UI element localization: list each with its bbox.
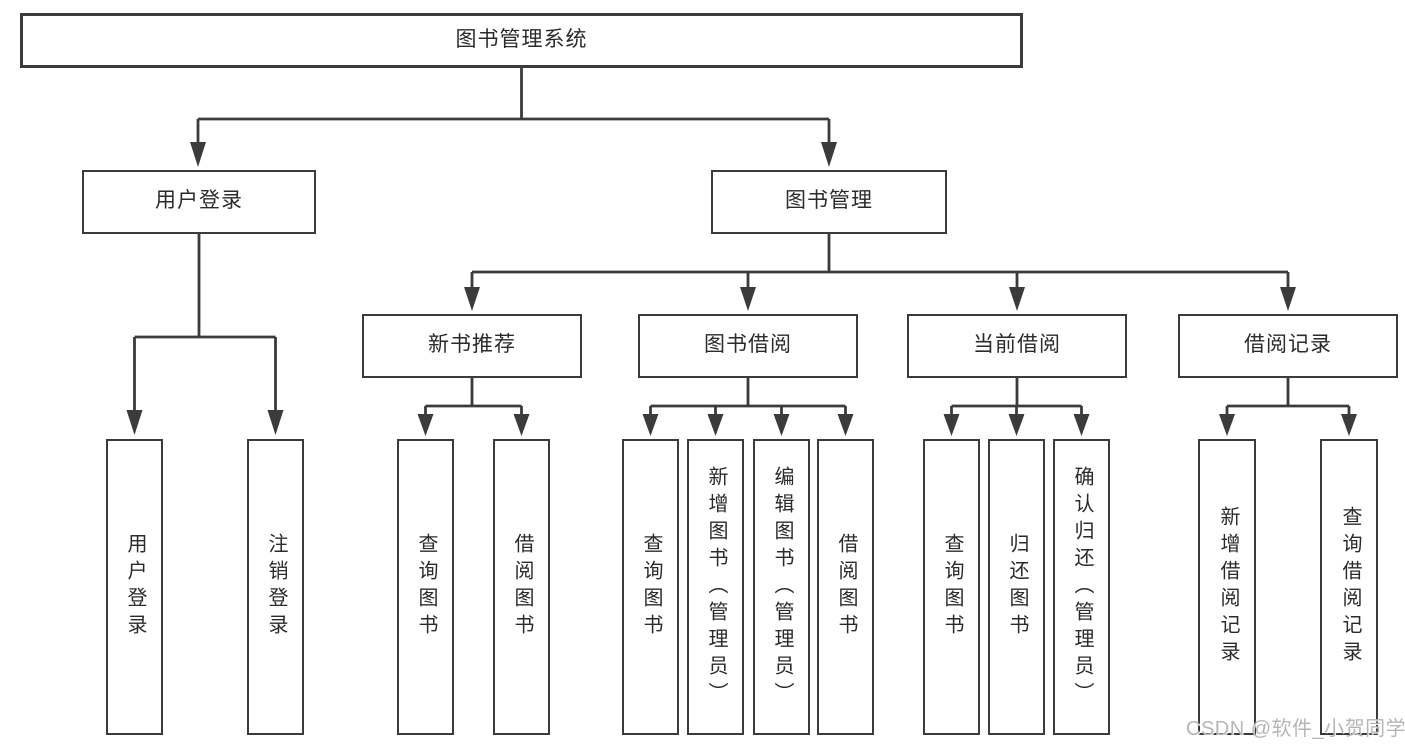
arrowhead-icon bbox=[707, 414, 724, 436]
arrowhead-icon bbox=[837, 414, 854, 436]
connector-line bbox=[196, 68, 831, 144]
arrowhead-icon bbox=[417, 414, 434, 436]
node-leaf-edit-books-admin: 编辑图书（管理员） bbox=[753, 439, 810, 735]
connector-line bbox=[950, 378, 1083, 414]
node-current-borrowing: 当前借阅 bbox=[907, 314, 1127, 378]
node-leaf-query-books-recommend: 查询图书 bbox=[397, 439, 454, 735]
node-leaf-borrow-books-recommend: 借阅图书 bbox=[493, 439, 550, 735]
node-leaf-query-borrow-record: 查询借阅记录 bbox=[1320, 439, 1378, 735]
node-library-system: 图书管理系统 bbox=[20, 13, 1023, 68]
node-leaf-borrow-books: 借阅图书 bbox=[817, 439, 874, 735]
csdn-watermark: CSDN @软件_小贺同学 bbox=[1186, 718, 1405, 740]
arrowhead-icon bbox=[267, 410, 284, 435]
arrowhead-icon bbox=[1009, 287, 1025, 311]
arrowhead-icon bbox=[821, 142, 837, 167]
node-leaf-logout: 注销登录 bbox=[247, 439, 304, 735]
node-leaf-return-books: 归还图书 bbox=[988, 439, 1045, 735]
connector-line bbox=[649, 378, 847, 414]
arrowhead-icon bbox=[773, 414, 790, 436]
arrowhead-icon bbox=[1219, 414, 1235, 436]
node-leaf-add-borrow-record: 新增借阅记录 bbox=[1198, 439, 1256, 735]
connector-book-mgmt-to-level3 bbox=[464, 234, 1296, 311]
connector-user-login-to-leaves bbox=[126, 234, 284, 435]
node-leaf-query-books-current: 查询图书 bbox=[923, 439, 980, 735]
connector-cur-borrow-to-leaves bbox=[943, 378, 1090, 436]
node-borrowing-records: 借阅记录 bbox=[1178, 314, 1398, 378]
node-leaf-user-login: 用户登录 bbox=[106, 439, 163, 735]
arrowhead-icon bbox=[1008, 414, 1025, 436]
arrowhead-icon bbox=[126, 410, 143, 435]
arrowhead-icon bbox=[190, 142, 206, 167]
node-leaf-query-books-borrow: 查询图书 bbox=[622, 439, 679, 735]
connector-line bbox=[133, 234, 277, 412]
connector-new-rec-to-leaves bbox=[417, 378, 530, 436]
connector-book-borrow-to-leaves bbox=[642, 378, 854, 436]
connector-line bbox=[424, 378, 523, 414]
arrowhead-icon bbox=[740, 287, 756, 311]
node-book-borrowing: 图书借阅 bbox=[638, 314, 858, 378]
arrowhead-icon bbox=[513, 414, 530, 436]
arrowhead-icon bbox=[943, 414, 960, 436]
arrowhead-icon bbox=[1280, 287, 1296, 311]
arrowhead-icon bbox=[1341, 414, 1357, 436]
node-leaf-confirm-return-admin: 确认归还（管理员） bbox=[1053, 439, 1110, 735]
connector-borrow-rec-to-leaves bbox=[1219, 378, 1357, 436]
node-book-management: 图书管理 bbox=[711, 170, 947, 234]
arrowhead-icon bbox=[642, 414, 659, 436]
connector-line bbox=[1225, 378, 1351, 414]
node-leaf-add-books-admin: 新增图书（管理员） bbox=[687, 439, 744, 735]
node-new-book-recommend: 新书推荐 bbox=[362, 314, 582, 378]
node-user-login: 用户登录 bbox=[82, 170, 316, 234]
connector-line bbox=[470, 234, 1290, 289]
arrowhead-icon bbox=[464, 287, 480, 311]
connector-root-to-level2 bbox=[190, 68, 837, 167]
arrowhead-icon bbox=[1073, 414, 1090, 436]
